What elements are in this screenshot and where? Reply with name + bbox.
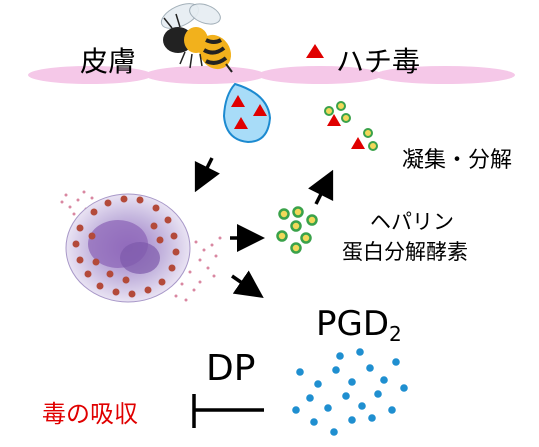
pgd2-molecules (292, 348, 408, 436)
bee-icon (160, 3, 233, 73)
venom-label: ハチ毒 (336, 45, 421, 78)
pgd2-label: PGD2 (316, 304, 402, 346)
skin-label: 皮膚 (80, 45, 137, 78)
venom-absorption-label: 毒の吸収 (42, 400, 138, 428)
heparin-label: ヘパリン (370, 210, 454, 234)
mast-cell (60, 190, 222, 303)
pgd2-main-text: PGD (316, 304, 390, 344)
released-granules (276, 206, 318, 254)
protease-label: 蛋白分解酵素 (342, 240, 468, 264)
inhibition-bar (192, 394, 264, 428)
arrow-cell-to-pgd2 (231, 270, 264, 298)
aggregation-label: 凝集・分解 (402, 148, 513, 173)
arrows (194, 157, 334, 298)
skin-band (28, 66, 515, 84)
venom-vesicle (222, 82, 272, 144)
dp-receptor-label: DP (206, 348, 256, 389)
pgd2-subscript: 2 (389, 322, 402, 346)
arrow-vesicle-to-cell (194, 157, 220, 193)
arrow-granules-to-aggregates (308, 169, 334, 205)
venom-legend-triangle (306, 44, 324, 58)
venom-aggregates (324, 101, 378, 151)
